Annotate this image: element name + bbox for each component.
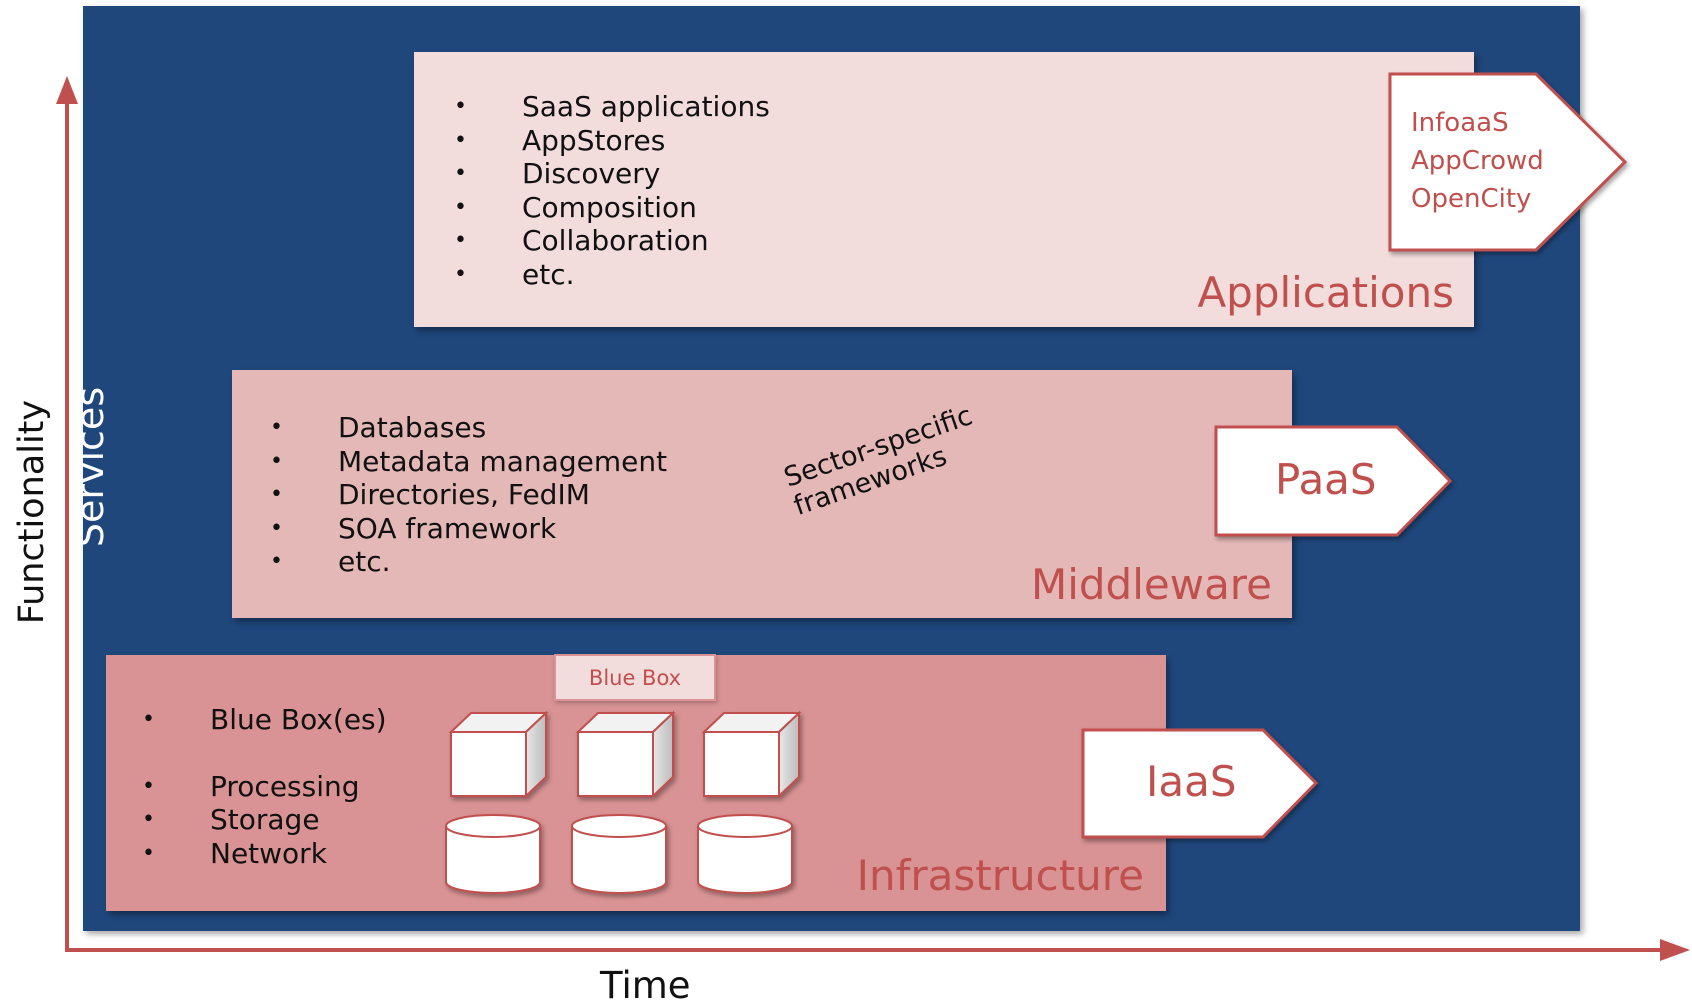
list-item: Collaboration [454,224,770,258]
infrastructure-list: Blue Box(es) Processing Storage Network [142,703,387,870]
list-item: Metadata management [270,445,667,479]
arrow-line-appcrowd: AppCrowd [1411,146,1544,176]
list-item: Processing [142,770,387,804]
list-item: SaaS applications [454,90,770,124]
services-label: Services [68,386,112,548]
list-item: AppStores [454,124,770,158]
list-item: Storage [142,803,387,837]
list-item: SOA framework [270,512,667,546]
time-axis-label: Time [600,964,691,1007]
iaas-label: IaaS [1146,757,1237,806]
list-item: Network [142,837,387,871]
middleware-layer: Databases Metadata management Directorie… [232,370,1292,618]
list-item: Blue Box(es) [142,703,387,737]
list-item: etc. [270,545,667,579]
infoaas-arrow-labels: InfoaaS AppCrowd OpenCity [1411,104,1544,218]
applications-list: SaaS applications AppStores Discovery Co… [454,90,770,292]
middleware-label: Middleware [1030,560,1272,609]
blue-box-tag: Blue Box [554,654,716,701]
arrow-line-opencity: OpenCity [1411,184,1532,214]
infrastructure-label: Infrastructure [856,851,1144,900]
applications-label: Applications [1197,268,1454,317]
list-item: Directories, FedIM [270,478,667,512]
paas-label: PaaS [1275,455,1377,504]
list-item: Databases [270,411,667,445]
list-item: Composition [454,191,770,225]
arrow-line-infoaas: InfoaaS [1411,108,1509,138]
list-item: Discovery [454,157,770,191]
list-item: etc. [454,258,770,292]
time-axis [65,939,1690,961]
functionality-axis-label: Functionality [12,399,52,625]
middleware-list: Databases Metadata management Directorie… [270,411,667,579]
applications-layer: SaaS applications AppStores Discovery Co… [414,52,1474,327]
